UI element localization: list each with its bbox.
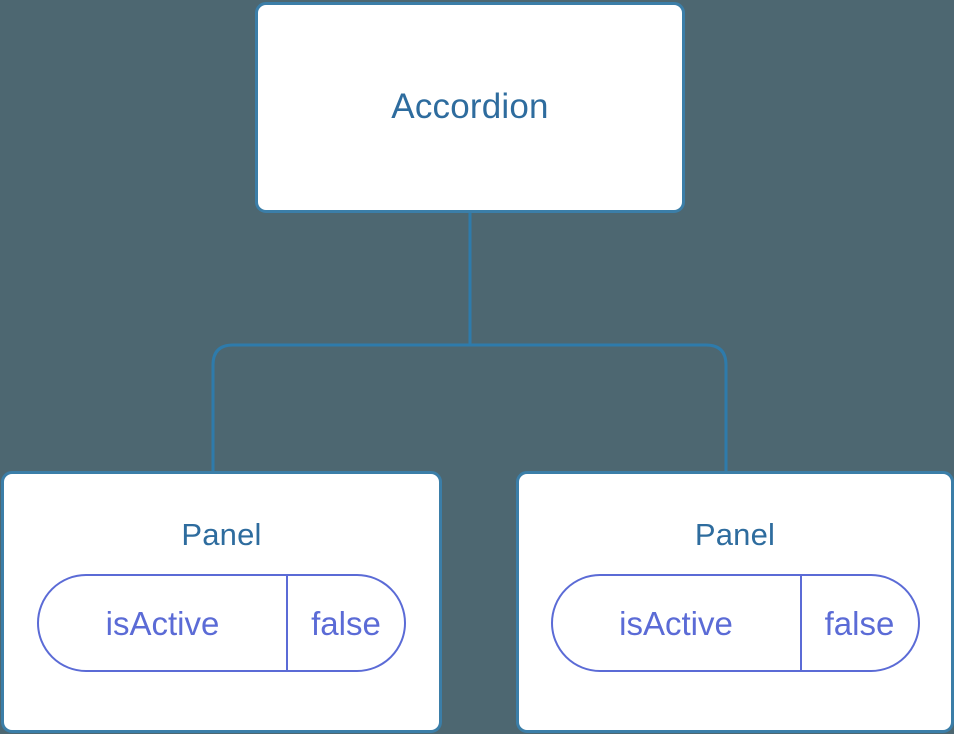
edge-to-panel-left — [211, 343, 470, 472]
node-accordion-label: Accordion — [391, 87, 549, 127]
node-panel-left-label: Panel — [181, 517, 262, 552]
state-chip-left[interactable]: isActive false — [37, 574, 406, 673]
state-chip-left-value: false — [311, 604, 381, 642]
node-panel-right[interactable]: Panel isActive false — [516, 471, 954, 733]
state-chip-left-key: isActive — [39, 576, 288, 671]
edge-to-panel-right — [470, 343, 728, 472]
state-chip-right[interactable]: isActive false — [550, 574, 920, 673]
node-panel-left[interactable]: Panel isActive false — [1, 471, 442, 733]
state-chip-right-key: isActive — [553, 576, 802, 671]
node-panel-right-label: Panel — [694, 517, 776, 552]
node-accordion[interactable]: Accordion — [255, 2, 685, 213]
state-chip-right-value: false — [824, 604, 895, 642]
